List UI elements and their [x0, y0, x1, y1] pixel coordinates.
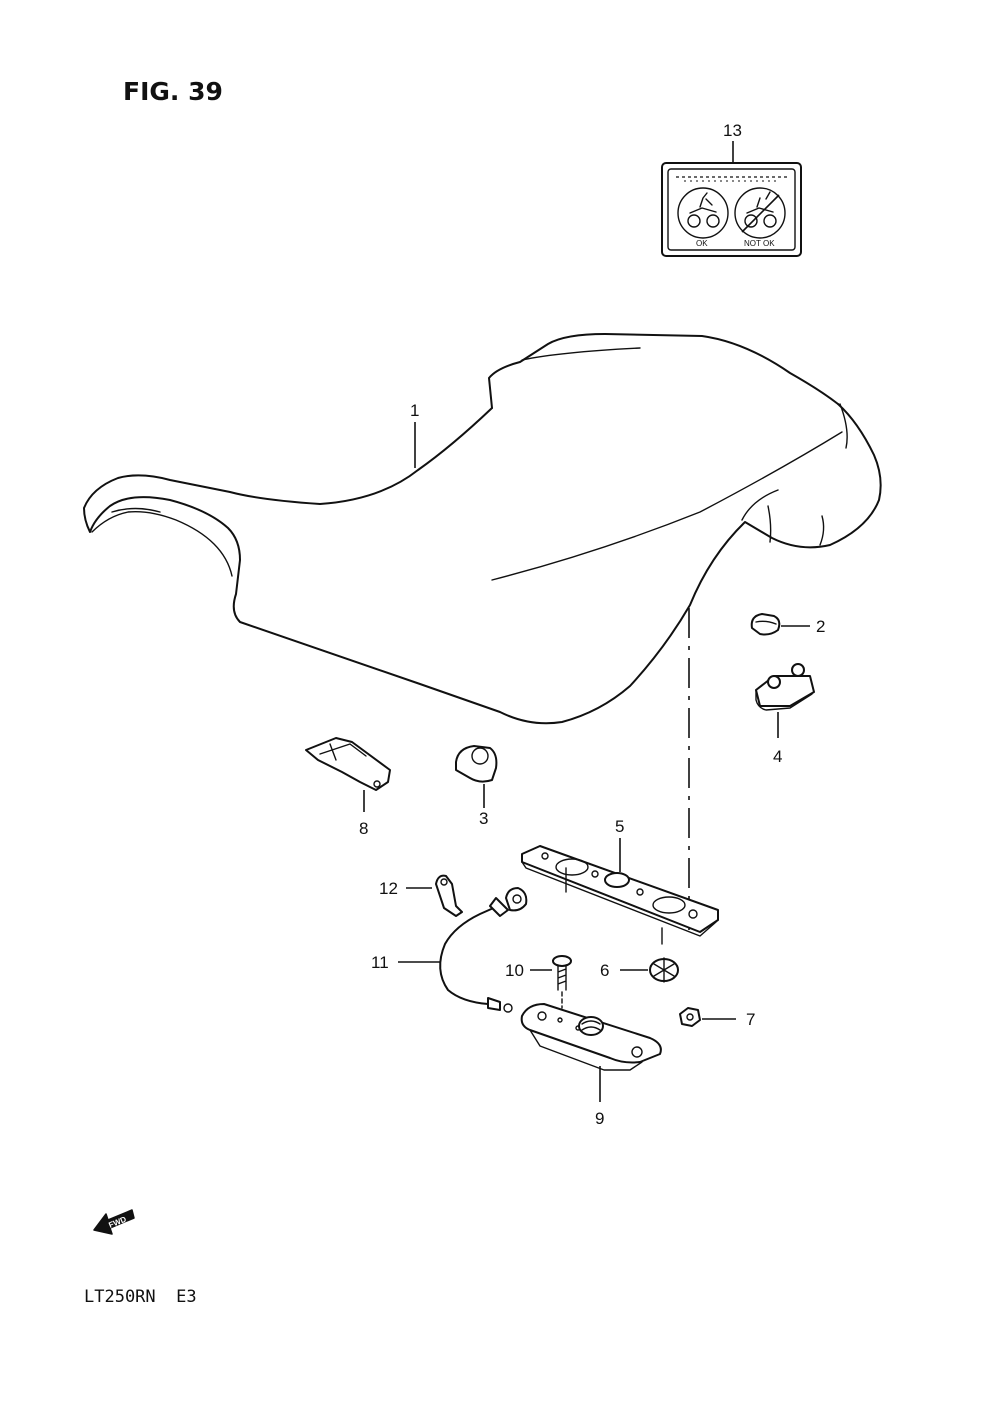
callout-9: 9 [595, 1109, 604, 1128]
part-7-nut-drawing [679, 1007, 736, 1027]
part-5-plate-drawing [521, 838, 719, 945]
callout-6: 6 [600, 961, 609, 980]
model-code: LT250RN E3 [84, 1287, 197, 1307]
callout-13: 13 [723, 121, 742, 140]
callout-3: 3 [479, 809, 488, 828]
part-11-cable-drawing [398, 887, 528, 1013]
part-4-cushion-drawing [755, 663, 815, 738]
callout-2: 2 [816, 617, 825, 636]
callout-1: 1 [410, 401, 419, 420]
part-3-cushion-drawing [455, 745, 498, 808]
part-13-label-drawing: OK NOT OK [661, 141, 802, 257]
callout-7: 7 [746, 1010, 755, 1029]
callout-4: 4 [773, 747, 782, 766]
callout-5: 5 [615, 817, 624, 836]
part-8-bracket-drawing [305, 737, 391, 812]
part-6-cushion-drawing [620, 957, 679, 983]
part-12-clamp-drawing [406, 874, 463, 917]
callout-10: 10 [505, 961, 524, 980]
callout-8: 8 [359, 819, 368, 838]
callout-11: 11 [371, 953, 389, 972]
decal-caption-ok: OK [696, 239, 708, 248]
part-10-bolt-drawing [530, 955, 572, 991]
part-1-seat-drawing [83, 333, 882, 725]
part-9-lock-drawing [520, 991, 662, 1102]
callout-12: 12 [379, 879, 398, 898]
fwd-arrow-icon: FWD [93, 1209, 135, 1235]
part-2-cushion-drawing [750, 613, 810, 636]
figure-title: FIG. 39 [123, 77, 223, 106]
decal-caption-not-ok: NOT OK [744, 239, 775, 248]
fwd-label: FWD [107, 1215, 127, 1230]
